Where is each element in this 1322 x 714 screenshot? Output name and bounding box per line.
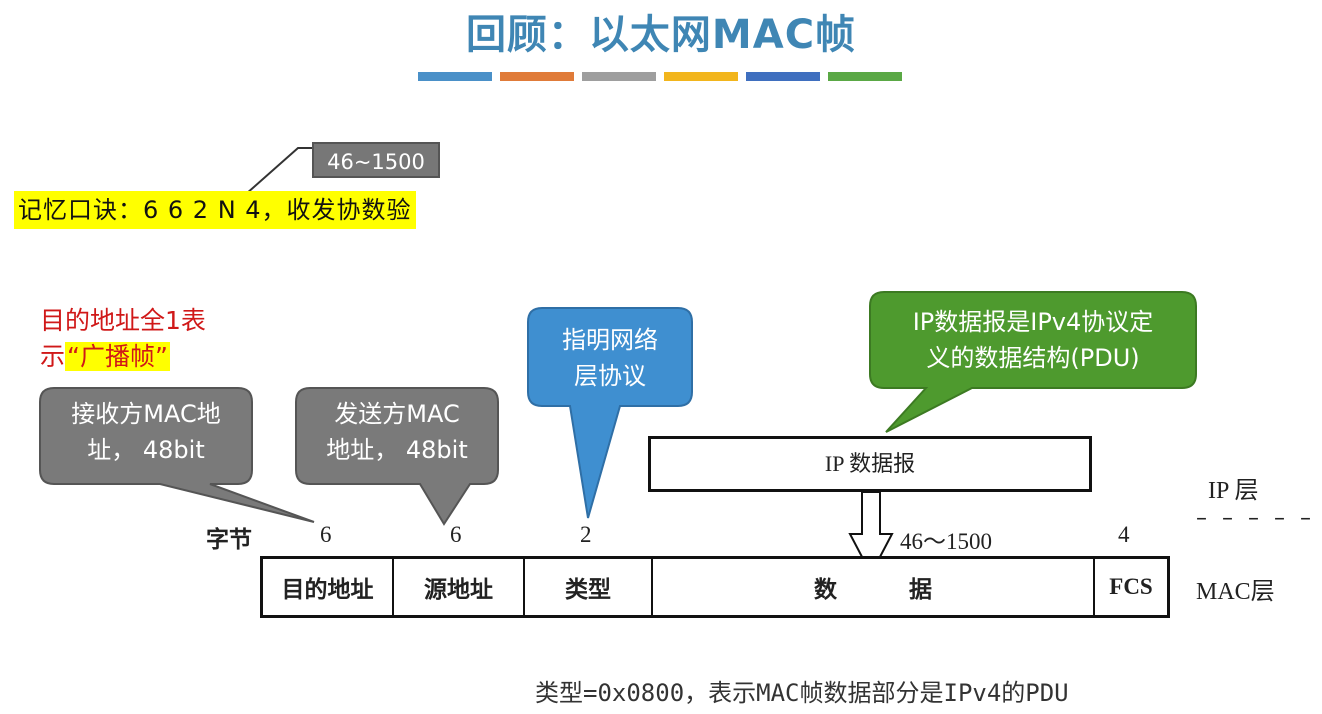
broadcast-note-line2: 示“广播帧” — [40, 340, 170, 374]
callout-type-shape — [527, 307, 693, 519]
color-segment — [500, 72, 574, 81]
callout-type-text: 指明网络 层协议 — [562, 326, 658, 390]
mnemonic-leader-line — [245, 147, 316, 195]
mac-frame-table: 目的地址 源地址 类型 数 据 FCS — [260, 556, 1170, 618]
frame-field-type: 类型 — [525, 559, 653, 615]
broadcast-note-quoted: “广播帧” — [65, 342, 170, 371]
frame-field-data: 数 据 — [653, 559, 1095, 615]
broadcast-note-prefix: 示 — [40, 342, 66, 371]
frame-field-src: 源地址 — [394, 559, 525, 615]
callout-ip-shape — [869, 291, 1197, 433]
color-segment — [582, 72, 656, 81]
callout-src-text: 发送方MAC 地址， 48bit — [326, 400, 468, 464]
frame-field-dest: 目的地址 — [263, 559, 394, 615]
byte-count-type: 2 — [580, 522, 592, 547]
callout-src-shape — [295, 387, 499, 526]
encapsulation-arrow — [848, 491, 894, 577]
frame-field-fcs: FCS — [1109, 574, 1153, 599]
mnemonic-text: 记忆口诀：6 6 2 N 4，收发协数验 — [14, 191, 416, 229]
broadcast-note-line1: 目的地址全1表 — [40, 306, 206, 335]
color-segment — [664, 72, 738, 81]
color-segment — [746, 72, 820, 81]
byte-row-label: 字节 — [206, 527, 252, 553]
layer-divider: – – – – – — [1196, 506, 1315, 531]
ip-layer-label: IP 层 — [1208, 478, 1259, 504]
mac-layer-label: MAC层 — [1196, 579, 1275, 605]
color-segment — [418, 72, 492, 81]
mnemonic-n-value: 46~1500 — [312, 142, 440, 178]
byte-count-data: 46～1500 — [900, 529, 992, 554]
color-segment — [828, 72, 902, 81]
bottom-note: 类型=0x0800，表示MAC帧数据部分是IPv4的PDU — [535, 679, 1069, 707]
callout-dest-text: 接收方MAC地 址， 48bit — [71, 400, 221, 464]
title-color-bar — [418, 72, 902, 81]
byte-count-dest: 6 — [320, 522, 332, 547]
byte-count-src: 6 — [450, 522, 462, 547]
byte-count-fcs: 4 — [1118, 522, 1130, 547]
ip-datagram-box: IP 数据报 — [648, 436, 1092, 492]
frame-field-data-right: 据 — [909, 577, 932, 602]
page-title: 回顾：以太网MAC帧 — [465, 12, 857, 58]
frame-field-data-left: 数 — [814, 577, 837, 602]
callout-ip-text: IP数据报是IPv4协议定 义的数据结构(PDU) — [912, 308, 1154, 372]
callout-dest-shape — [39, 387, 315, 523]
